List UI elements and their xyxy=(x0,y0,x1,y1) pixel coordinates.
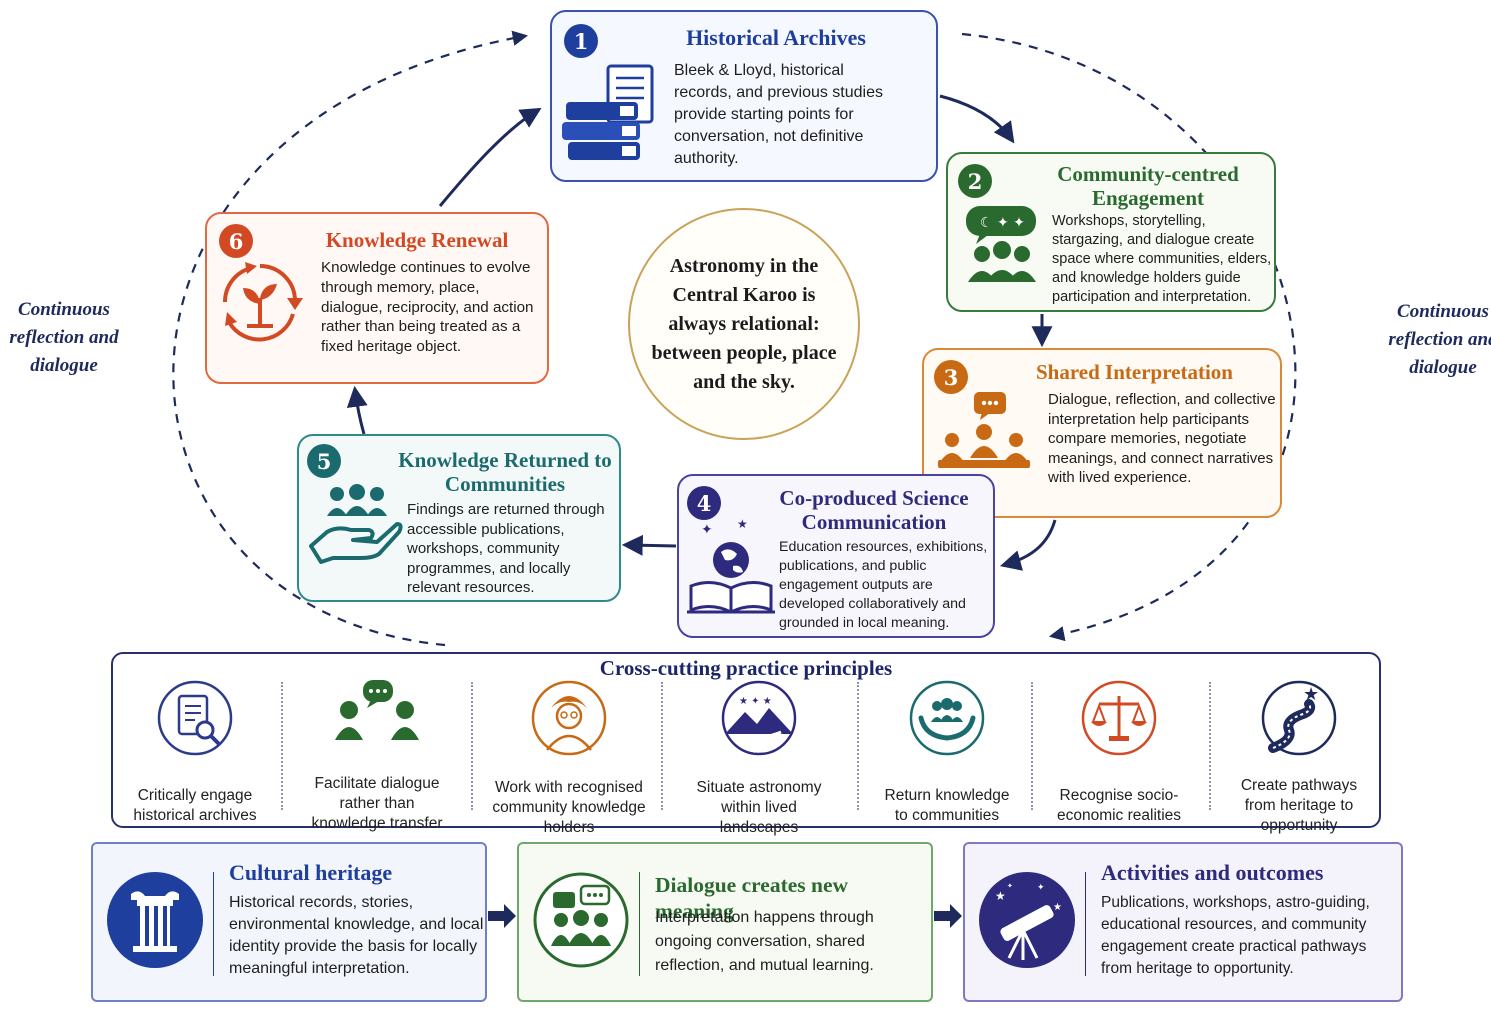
principle-critically-engage-archives: Critically engage historical archives xyxy=(109,674,281,824)
divider-line xyxy=(639,872,640,976)
balance-scale-icon xyxy=(1079,678,1159,763)
step-number-badge: 6 xyxy=(219,224,253,258)
principle-divider xyxy=(281,682,283,810)
cultural-heritage-box: Cultural heritage Historical records, st… xyxy=(91,842,487,1002)
arrow-right-icon xyxy=(488,904,518,933)
divider-line xyxy=(213,872,214,976)
principle-divider xyxy=(1209,682,1211,810)
step-number-badge: 5 xyxy=(307,444,341,478)
step-description: Knowledge continues to evolve through me… xyxy=(321,259,534,356)
box-title: Dialogue creates new meaning xyxy=(655,873,849,923)
svg-text:✦: ✦ xyxy=(701,522,713,538)
dialogue-box: Dialogue creates new meaning Interpretat… xyxy=(517,842,933,1002)
telescope-night-icon: ★ ✦ ★ ✦ xyxy=(977,860,1077,985)
step-title: Knowledge Returned to Communities xyxy=(398,448,612,496)
svg-text:★: ★ xyxy=(737,517,748,531)
principle-divider xyxy=(661,682,663,810)
principle-label: Critically engage historical archives xyxy=(133,787,257,824)
principle-label: Facilitate dialogue rather than knowledg… xyxy=(311,775,443,832)
step-title: Co-produced Science Communication xyxy=(779,486,969,534)
elder-portrait-icon xyxy=(529,678,609,763)
box-description: Interpretation happens through ongoing c… xyxy=(655,909,874,974)
step-title: Knowledge Renewal xyxy=(325,228,509,252)
principle-label: Return knowledge to communities xyxy=(884,787,1010,824)
sprout-cycle-icon xyxy=(215,256,305,351)
step-description: Bleek & Lloyd, historical records, and p… xyxy=(674,62,883,167)
divider-line xyxy=(1085,872,1086,976)
landscape-stars-icon: ★ ✦ ★ xyxy=(719,678,799,763)
step-description: Findings are returned through accessible… xyxy=(407,501,605,597)
step-number-badge: 2 xyxy=(958,164,992,198)
box-title: Activities and outcomes xyxy=(1101,860,1324,885)
arrow-5-to-6 xyxy=(346,385,368,435)
principle-return-knowledge: Return knowledge to communities xyxy=(861,674,1033,824)
step-description: Education resources, exhibitions, public… xyxy=(779,539,988,631)
hands-holding-people-icon xyxy=(907,678,987,763)
arrow-3-to-4 xyxy=(999,519,1057,571)
reflection-loop-top-left xyxy=(172,30,529,647)
step-number-badge: 4 xyxy=(687,486,721,520)
document-magnifier-icon xyxy=(155,678,235,763)
arrow-1-to-2 xyxy=(939,94,1015,144)
central-statement: Astronomy in the Central Karoo is always… xyxy=(651,254,837,393)
principle-divider xyxy=(1031,682,1033,810)
box-description: Historical records, stories, environment… xyxy=(229,894,484,977)
community-stargazing-icon: ☾ ✦ ✦ xyxy=(960,202,1044,291)
principle-label: Recognise socio-economic realities xyxy=(1056,787,1182,824)
principle-facilitate-dialogue: Facilitate dialogue rather than knowledg… xyxy=(291,674,463,832)
step-historical-archives: 1 Historical Archives Bleek & Lloyd, his… xyxy=(550,10,938,182)
activities-outcomes-box: ★ ✦ ★ ✦ Activities and outcomes Publicat… xyxy=(963,842,1403,1002)
principle-divider xyxy=(857,682,859,810)
svg-text:★: ★ xyxy=(1053,902,1062,913)
principle-label: Work with recognised community knowledge… xyxy=(492,779,646,836)
step-title: Historical Archives xyxy=(686,25,866,50)
step-description: Dialogue, reflection, and collective int… xyxy=(1048,391,1276,487)
step-number-badge: 1 xyxy=(564,24,598,58)
step-knowledge-renewal: 6 Knowledge Renewal Knowledge continues … xyxy=(205,212,549,384)
principles-title: Cross-cutting practice principles xyxy=(599,656,893,680)
principle-heritage-to-opportunity: ★ Create pathways from heritage to oppor… xyxy=(1213,674,1385,834)
principle-label: Situate astronomy within lived landscape… xyxy=(696,779,822,836)
step-community-engagement: 2 ☾ ✦ ✦ Community-centred Engagement Wor… xyxy=(946,152,1276,312)
step-title: Shared Interpretation xyxy=(1036,360,1233,384)
step-co-produced-science-communication: 4 ✦ ★ Co-produced Science Communication … xyxy=(677,474,995,638)
svg-text:✦: ✦ xyxy=(1007,882,1013,890)
cross-cutting-principles-panel: Cross-cutting practice principles Critic… xyxy=(109,652,1381,836)
box-title: Cultural heritage xyxy=(229,860,393,885)
hand-people-icon xyxy=(307,484,403,569)
svg-text:★ ✦ ★: ★ ✦ ★ xyxy=(739,696,772,707)
svg-text:★: ★ xyxy=(995,889,1006,903)
arrow-4-to-5 xyxy=(621,534,677,556)
arrow-right-icon xyxy=(934,904,964,933)
column-icon xyxy=(105,860,205,985)
step-knowledge-returned: 5 Knowledge Returned to Communities Find… xyxy=(297,434,621,602)
group-discussion-icon xyxy=(934,388,1034,483)
step-description: Workshops, storytelling, stargazing, and… xyxy=(1052,213,1272,305)
reflection-loop-top-right xyxy=(961,32,1297,642)
book-globe-stars-icon: ✦ ★ xyxy=(687,516,777,621)
books-documents-icon xyxy=(560,62,670,177)
svg-text:☾ ✦ ✦: ☾ ✦ ✦ xyxy=(980,215,1025,231)
step-title: Community-centred Engagement xyxy=(1057,162,1239,210)
right-reflection-label: Continuous reflection and dialogue xyxy=(1388,301,1491,378)
road-star-icon: ★ xyxy=(1259,678,1339,763)
principle-lived-landscapes: ★ ✦ ★ Situate astronomy within lived lan… xyxy=(673,674,845,836)
principle-socio-economic: Recognise socio-economic realities xyxy=(1033,674,1205,824)
principle-community-knowledge-holders: Work with recognised community knowledge… xyxy=(483,674,655,836)
step-number-badge: 3 xyxy=(934,360,968,394)
dialogue-people-icon xyxy=(331,678,423,763)
arrow-6-to-1 xyxy=(438,107,542,207)
left-reflection-label: Continuous reflection and dialogue xyxy=(9,299,119,376)
box-description: Publications, workshops, astro-guiding, … xyxy=(1101,894,1370,977)
conversation-group-icon xyxy=(531,860,631,985)
svg-text:✦: ✦ xyxy=(1037,883,1045,893)
central-statement-circle: Astronomy in the Central Karoo is always… xyxy=(628,208,860,440)
principle-label: Create pathways from heritage to opportu… xyxy=(1240,777,1358,834)
principle-divider xyxy=(471,682,473,810)
